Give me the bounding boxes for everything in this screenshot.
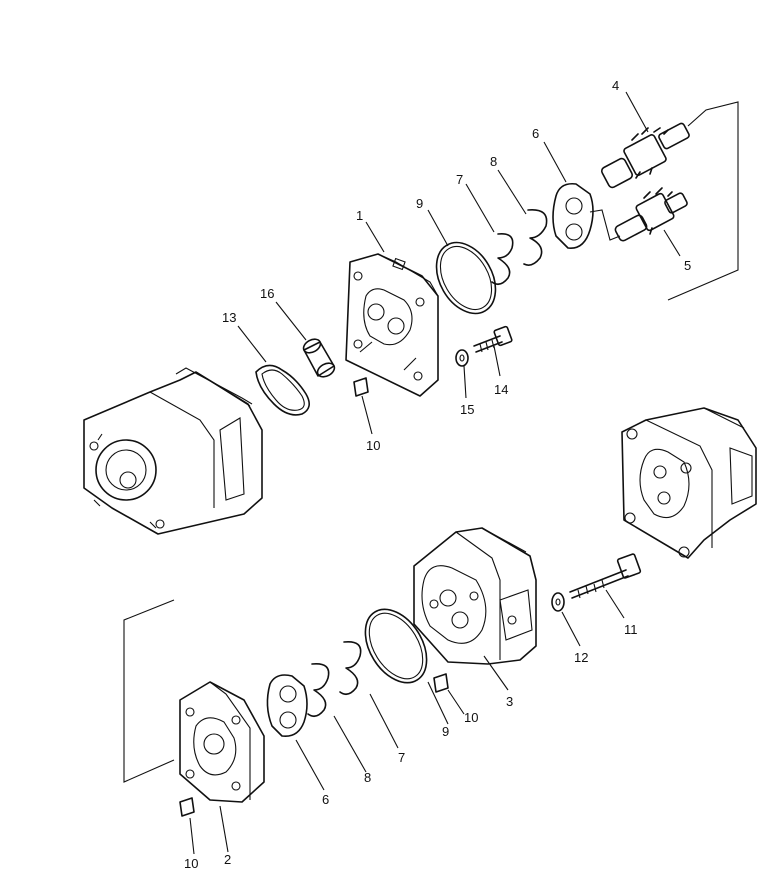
- callout-9: 9: [416, 196, 423, 211]
- callout-13: 13: [222, 310, 236, 325]
- shaft-bracket-line: [667, 101, 739, 301]
- callout-5: 5: [684, 258, 691, 273]
- callout-1: 1: [356, 208, 363, 223]
- pin-10-upper: [353, 377, 369, 397]
- callout-7: 7: [456, 172, 463, 187]
- seal-7-upper: [491, 232, 514, 286]
- pump-body-right: [621, 407, 757, 559]
- washer-12: [551, 592, 565, 612]
- o-ring-13: [255, 364, 310, 416]
- callout-15: 15: [460, 402, 474, 417]
- drive-gear-shaft-4: [600, 122, 690, 189]
- callout-10c: 10: [184, 856, 198, 871]
- bolt-14: [473, 325, 513, 353]
- callout-labels: 4 6 8 7 9 1 5 16 13 14 15 10 11 12 3 10 …: [184, 78, 691, 871]
- callout-6: 6: [532, 126, 539, 141]
- flange-2: [179, 681, 265, 803]
- pin-10-lower: [179, 797, 195, 817]
- bushing-6-lower: [266, 674, 308, 738]
- o-ring-9-upper-inner: [439, 246, 493, 310]
- pin-10-middle: [433, 673, 449, 693]
- bolt-11: [569, 553, 642, 599]
- driven-gear-shaft-5: [614, 187, 688, 242]
- callout-10: 10: [366, 438, 380, 453]
- shaft-connector-line: [589, 209, 621, 241]
- pump-body-left: [83, 367, 263, 535]
- callout-9b: 9: [442, 724, 449, 739]
- washer-15: [455, 349, 469, 367]
- callout-8: 8: [490, 154, 497, 169]
- leader-lines: [189, 91, 681, 855]
- callout-3: 3: [506, 694, 513, 709]
- housing-3: [413, 527, 537, 665]
- seal-7-lower: [339, 640, 362, 696]
- flange-bracket-line: [123, 599, 175, 783]
- washer-12-hole: [555, 598, 561, 606]
- callout-12: 12: [574, 650, 588, 665]
- bushing-6-upper: [552, 182, 594, 249]
- callout-7b: 7: [398, 750, 405, 765]
- callout-10b: 10: [464, 710, 478, 725]
- callout-16: 16: [260, 286, 274, 301]
- seal-8-upper: [523, 209, 548, 266]
- o-ring-9-lower: [364, 608, 428, 684]
- callout-4: 4: [612, 78, 619, 93]
- ring-16: [302, 338, 336, 378]
- callout-11: 11: [624, 622, 638, 637]
- callout-2: 2: [224, 852, 231, 867]
- o-ring-9-upper: [435, 241, 497, 315]
- callout-6b: 6: [322, 792, 329, 807]
- callout-8b: 8: [364, 770, 371, 785]
- washer-15-hole: [459, 354, 465, 362]
- cover-plate-1: [345, 253, 439, 397]
- callout-14: 14: [494, 382, 508, 397]
- seal-8-lower: [307, 662, 330, 718]
- o-ring-9-lower-inner: [368, 612, 424, 680]
